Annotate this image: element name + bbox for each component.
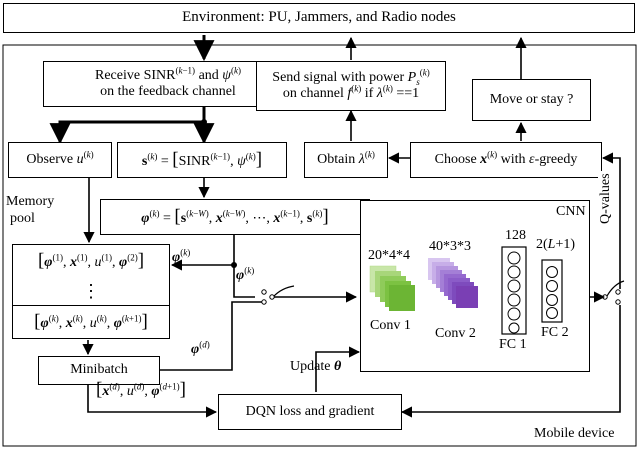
receive-box: Receive SINR(k−1) and ψ(k) on the feedba… xyxy=(43,61,293,107)
arrow-minibatch-to-switch xyxy=(160,301,262,371)
fc1-layer xyxy=(501,246,527,335)
conv1-label: Conv 1 xyxy=(370,318,411,333)
fc2-label: FC 2 xyxy=(541,325,569,340)
update-theta-label: Update θ xyxy=(290,359,342,374)
conv1-size: 20*4*4 xyxy=(368,248,410,263)
receive-text-2: on the feedback channel xyxy=(100,84,236,99)
fc2-layer xyxy=(541,259,563,323)
cnn-layers xyxy=(369,246,563,335)
arrow-minibatch-to-dqn xyxy=(87,385,218,418)
dqn-input-tuple: [x(d), u(d), φ(d+1)] xyxy=(96,379,186,400)
arrow-dqn-to-cnn xyxy=(315,346,361,392)
q-values-label: Q-values xyxy=(598,171,614,226)
move-box: Move or stay ? xyxy=(472,79,591,121)
choose-text-3: -greedy xyxy=(534,151,578,167)
fc1-size: 128 xyxy=(505,228,526,243)
conv2-feature-maps xyxy=(428,258,478,308)
obtain-text: Obtain xyxy=(317,151,356,167)
observe-text: Observe xyxy=(26,151,74,167)
minibatch-box: Minibatch xyxy=(38,356,160,385)
arrow-phi-to-switch xyxy=(233,235,255,298)
phi-d-label: φ(d) xyxy=(191,339,210,357)
memory-pool-label: Memory pool xyxy=(6,194,55,226)
conv1-feature-maps xyxy=(369,265,415,311)
arrow-qvalues-to-choose xyxy=(601,152,621,289)
arrow-receive-split xyxy=(49,107,206,145)
conv2-label: Conv 2 xyxy=(435,326,476,341)
phi-k-to-pool-label: φ(k) xyxy=(172,247,191,265)
minibatch-text: Minibatch xyxy=(70,362,128,378)
memory-pool-row-dots: ⋮ xyxy=(12,277,170,305)
fc1-label: FC 1 xyxy=(499,337,527,352)
choose-text-2: with xyxy=(500,151,526,167)
cnn-title: CNN xyxy=(556,204,586,219)
arrow-switch-to-dqn xyxy=(400,305,621,418)
dqn-loss-box: DQN loss and gradient xyxy=(218,394,402,430)
choose-box: Choose x(k) with ε-greedy xyxy=(410,142,602,178)
memory-pool-row-1: [φ(1), x(1), u(1), φ(2)] xyxy=(12,244,170,278)
send-text: Send signal with power xyxy=(272,69,405,85)
choose-text: Choose xyxy=(434,151,477,167)
phi-box: φ(k) = [s(k−W), x(k−W), ⋯, x(k−1), s(k)] xyxy=(100,199,370,235)
conv2-size: 40*3*3 xyxy=(429,239,471,254)
memory-pool-row-k: [φ(k), x(k), u(k), φ(k+1)] xyxy=(12,305,170,339)
move-text: Move or stay ? xyxy=(489,91,574,107)
state-box: s(k) = [SINR(k−1), ψ(k)] xyxy=(117,142,287,178)
environment-box: Environment: PU, Jammers, and Radio node… xyxy=(3,3,635,33)
phi-k-to-switch-label: φ(k) xyxy=(236,265,255,283)
send-text-2: on channel xyxy=(282,86,344,101)
obtain-box: Obtain λ(k) xyxy=(304,142,388,178)
observe-box: Observe u(k) xyxy=(8,142,112,178)
environment-label: Environment: PU, Jammers, and Radio node… xyxy=(182,9,456,26)
mobile-device-label: Mobile device xyxy=(534,426,615,441)
dqn-loss-text: DQN loss and gradient xyxy=(245,403,375,419)
send-signal-box: Send signal with power Ps(k) on channel … xyxy=(256,61,446,111)
fc2-size: 2(L+1) xyxy=(536,237,576,252)
mobile-device-frame xyxy=(2,44,637,447)
receive-text: Receive SINR xyxy=(95,67,176,83)
